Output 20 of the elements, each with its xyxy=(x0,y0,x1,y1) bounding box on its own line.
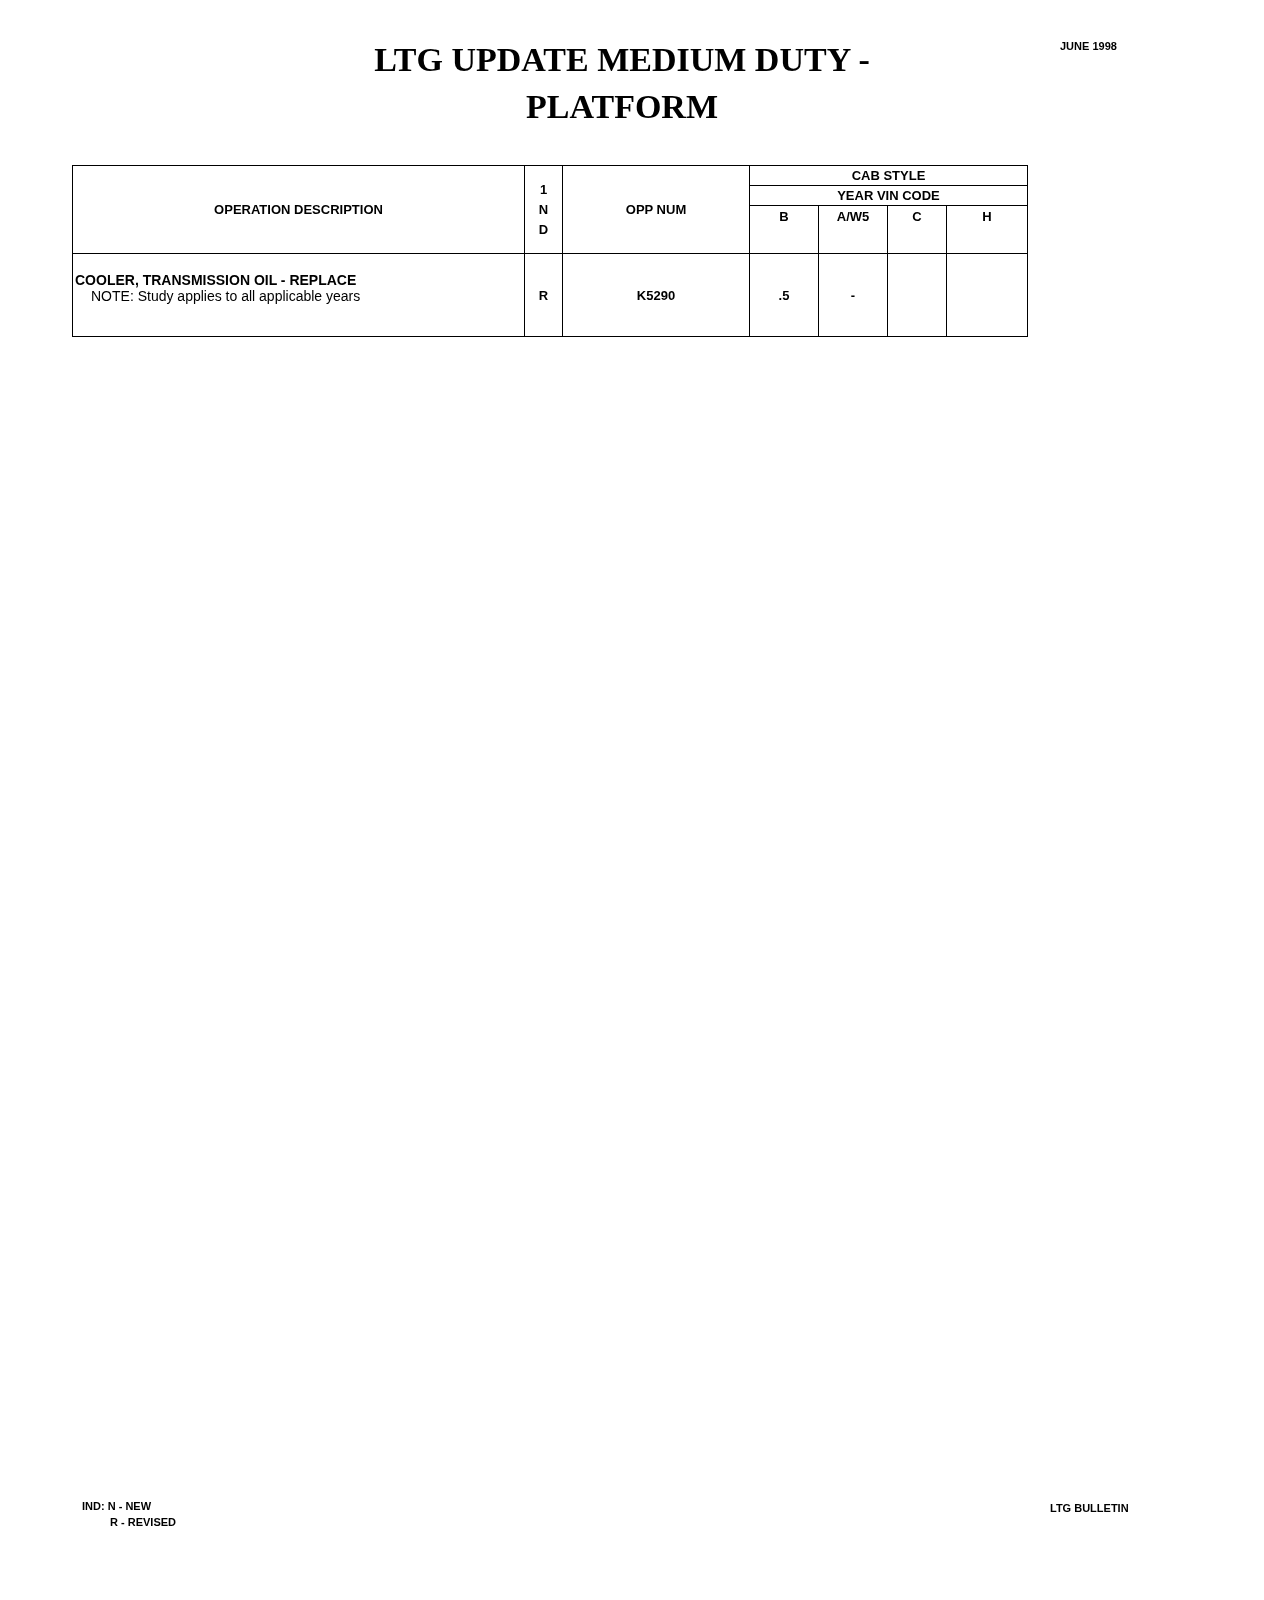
column-header: C xyxy=(912,209,922,224)
operation-text: COOLER, TRANSMISSION OIL - REPLACE xyxy=(75,272,357,288)
indicator-text: R xyxy=(538,287,549,303)
note-text: NOTE: Study applies to all applicable years xyxy=(90,288,361,304)
operation-number: K5290 xyxy=(636,287,676,303)
time-value: - xyxy=(850,287,856,303)
time-value: .5 xyxy=(778,287,790,303)
column-header: H xyxy=(982,209,992,224)
column-header: OPP NUM xyxy=(625,202,687,217)
date-text: JUNE 1998 xyxy=(1060,40,1117,52)
footer-text: LTG BULLETIN xyxy=(1050,1502,1129,1514)
column-header: OPERATION DESCRIPTION xyxy=(214,202,383,217)
column-header: YEAR VIN CODE xyxy=(837,188,940,203)
page-title: LTG UPDATE MEDIUM DUTY - PLATFORM xyxy=(373,40,871,127)
column-header: B xyxy=(779,209,789,224)
footnote-text: R - REVISED xyxy=(110,1516,176,1528)
column-header: CAB STYLE xyxy=(851,168,926,183)
footnote-text: IND: N - NEW xyxy=(82,1500,152,1512)
column-header: 1 N D xyxy=(538,180,549,239)
column-header: A/W5 xyxy=(836,209,870,224)
